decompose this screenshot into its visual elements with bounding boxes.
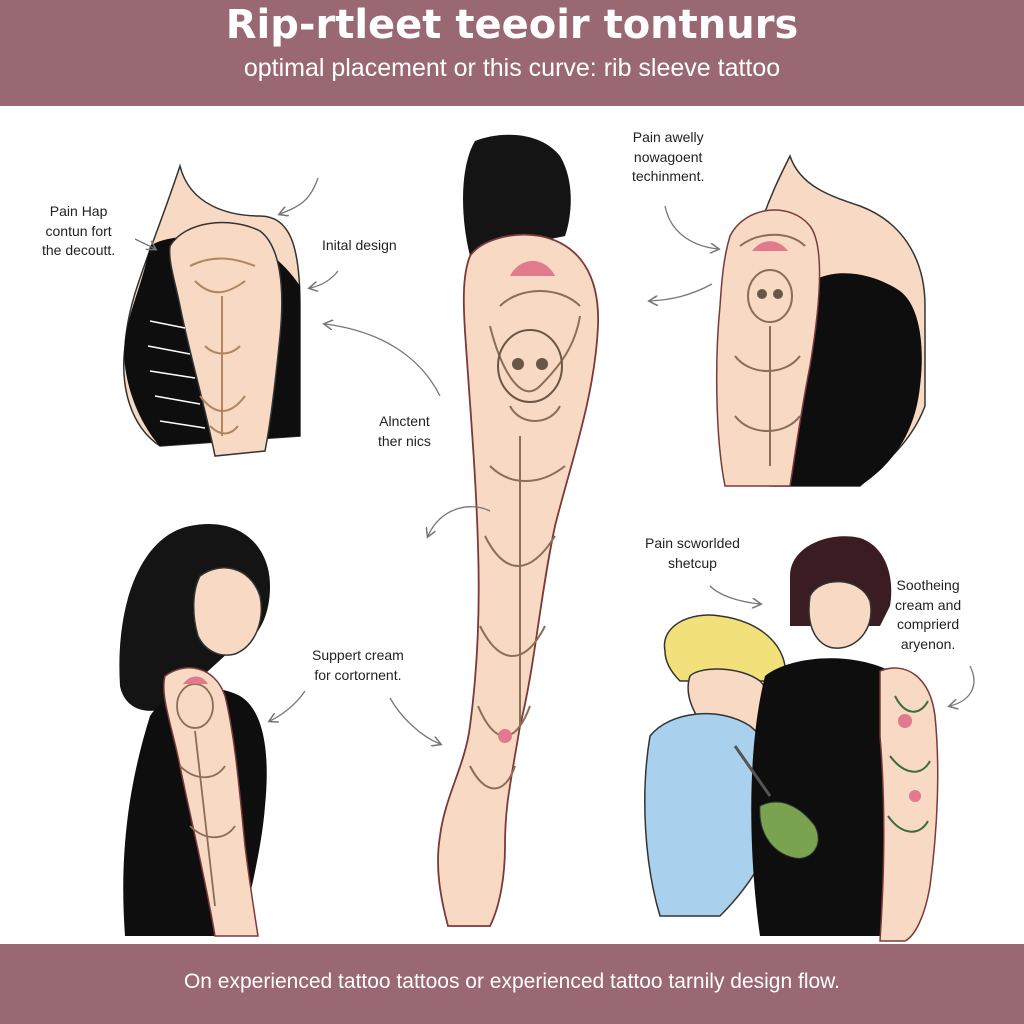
- illustration-canvas: Pain Hap contun fort the decoutt. Inital…: [0, 106, 1024, 944]
- figure-arm-center: [437, 134, 599, 927]
- label-ancient: Alnctent ther nics: [378, 413, 431, 449]
- label-pain-scworlded: Pain scworlded shetcup: [645, 535, 740, 571]
- page-subtitle: optimal placement or this curve: rib sle…: [243, 54, 781, 82]
- footer-caption: On experienced tattoo tattoos or experie…: [183, 970, 841, 993]
- footer-banner: On experienced tattoo tattoos or experie…: [0, 944, 1024, 1024]
- title-banner: Rip-rtleet teeoir tontnurs optimal place…: [0, 0, 1024, 106]
- figure-torso-top-right: [715, 154, 926, 487]
- figure-torso-top-left: [123, 163, 301, 457]
- label-support-cream: Suppert cream for cortornent.: [312, 647, 404, 683]
- label-pain-map: Pain Hap contun fort the decoutt.: [42, 203, 116, 259]
- label-pain-aweily: Pain awelly nowagoent techinment.: [632, 129, 705, 185]
- page-title: Rip-rtleet teeoir tontnurs: [225, 2, 799, 48]
- figure-artist-scene: [644, 536, 939, 942]
- label-initial-design: Inital design: [322, 237, 397, 253]
- label-soothing: Sootheing cream and comprierd aryenon.: [895, 577, 962, 652]
- illustration-svg: [119, 134, 975, 942]
- figure-woman-bottom-left: [119, 524, 271, 937]
- connector-arrows: [134, 177, 975, 744]
